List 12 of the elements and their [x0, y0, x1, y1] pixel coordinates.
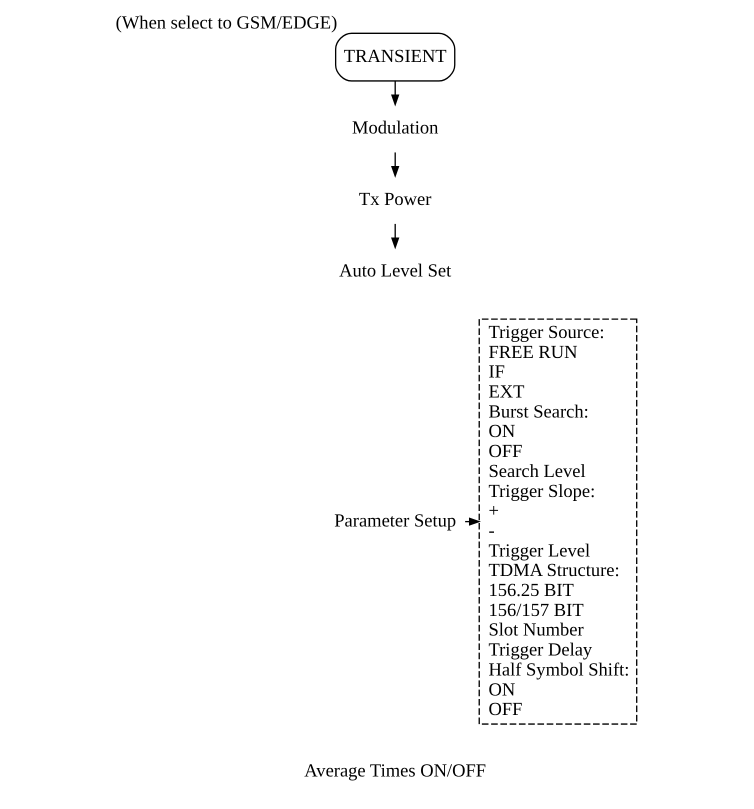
arrow	[391, 224, 400, 250]
arrow	[391, 80, 400, 106]
node-box: TRANSIENT	[334, 32, 456, 82]
node-text: Average Times ON/OFF	[304, 760, 486, 782]
node-text: Modulation	[352, 117, 438, 138]
arrow	[391, 152, 400, 178]
node-box: Trigger Source: FREE RUN IF EXT Burst Search: ON OFF Search Level Trigger Slope: + - Trigger Level TDMA Structure: 156.25 BIT 156/157 BIT Slot Number Trigger Delay Half Symbol Shift: ON OFF	[478, 318, 638, 725]
node-text: Tx Power	[358, 188, 432, 210]
node-text: Auto Level Set	[339, 260, 452, 282]
node-label: (When select to GSM/EDGE)	[116, 12, 338, 34]
node-text: Parameter Setup	[334, 510, 456, 532]
arrow	[465, 517, 481, 526]
